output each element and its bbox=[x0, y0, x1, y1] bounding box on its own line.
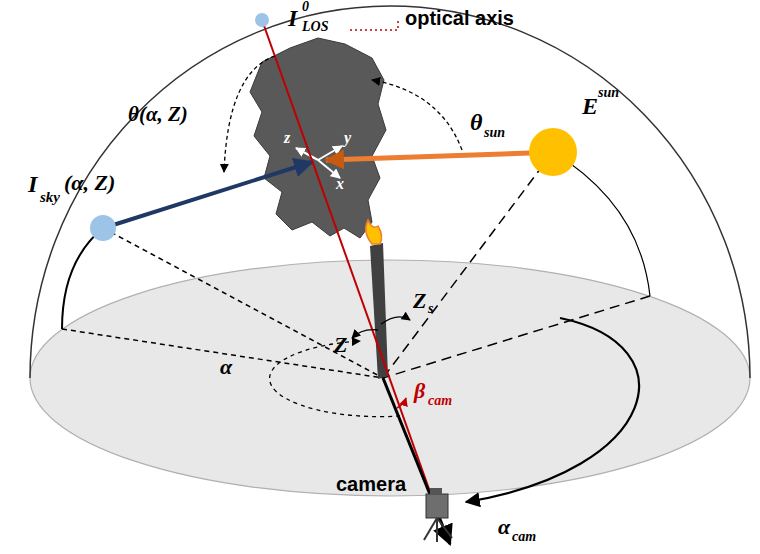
stack bbox=[370, 243, 388, 379]
camera-azimuth-arc bbox=[466, 318, 639, 502]
background-sky-point bbox=[255, 13, 269, 27]
sun-meridian bbox=[553, 152, 650, 296]
angle-label: α bbox=[220, 356, 232, 378]
subscript: cam bbox=[512, 530, 536, 544]
angle-label: β bbox=[414, 380, 425, 402]
subscript: sun bbox=[484, 126, 505, 140]
symbol: E bbox=[582, 94, 598, 118]
device-label: camera bbox=[336, 474, 406, 494]
axis-label: y bbox=[344, 130, 351, 146]
zenith-sun-arc bbox=[381, 317, 410, 324]
symbol: I bbox=[288, 6, 297, 30]
sky-ground-projection bbox=[62, 329, 383, 378]
superscript: 0 bbox=[302, 0, 309, 14]
sky-zenith-line bbox=[103, 228, 383, 378]
flame bbox=[366, 220, 382, 244]
symbol: I bbox=[28, 172, 37, 196]
optical-axis-bracket bbox=[350, 20, 398, 30]
beta-cam-arc bbox=[397, 398, 406, 408]
theta-arc bbox=[224, 56, 275, 172]
axis-label: x bbox=[336, 176, 344, 192]
superscript: sun bbox=[598, 86, 619, 100]
axis-z bbox=[296, 148, 318, 160]
zenith-arc bbox=[352, 330, 378, 338]
symbol-argument: (α, Z) bbox=[64, 172, 115, 194]
theta-sun-arc bbox=[372, 80, 462, 150]
sun-zenith-line bbox=[383, 152, 553, 378]
subscript: s bbox=[428, 302, 433, 316]
angle-label: θ bbox=[470, 110, 482, 134]
subscript: LOS bbox=[302, 20, 328, 34]
sky-meridian bbox=[62, 228, 103, 329]
sky-dome bbox=[30, 6, 750, 378]
angle-label: Z bbox=[413, 290, 426, 312]
line-of-sight bbox=[262, 20, 440, 520]
camera-icon bbox=[424, 488, 452, 542]
sky-radiance-ray bbox=[110, 162, 312, 226]
subscript: sky bbox=[40, 190, 60, 205]
sky-point bbox=[90, 215, 116, 241]
subscript: cam bbox=[428, 394, 452, 408]
axis-label: optical axis bbox=[405, 8, 514, 28]
smoke-plume bbox=[250, 38, 386, 238]
angle-label: α bbox=[498, 516, 510, 538]
axis-label: z bbox=[284, 130, 290, 146]
angle-label: θ(α, Z) bbox=[128, 104, 188, 125]
sun bbox=[529, 128, 577, 176]
sun-ray bbox=[326, 153, 530, 160]
angle-label: Z bbox=[334, 334, 347, 356]
